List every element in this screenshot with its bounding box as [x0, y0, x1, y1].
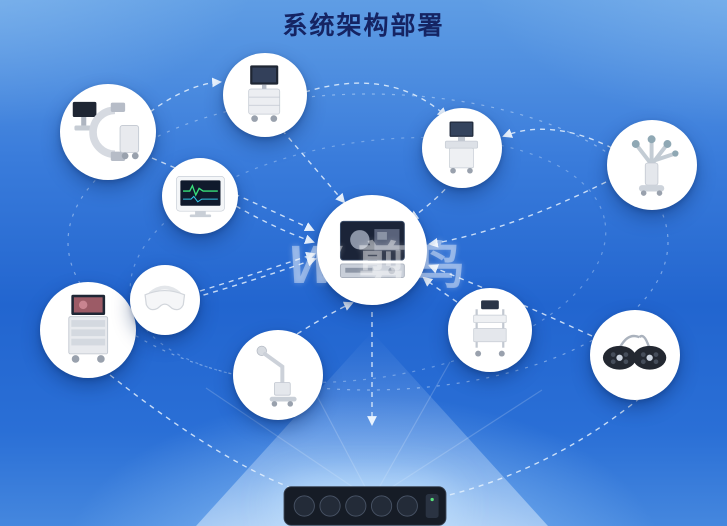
node-c-arm-xray	[60, 84, 156, 180]
ultrasound-icon	[444, 121, 478, 174]
vr-headset-icon	[144, 285, 186, 311]
light-cone	[196, 332, 548, 526]
node-surgical-pendant	[233, 330, 323, 420]
workstation-cart-icon	[248, 65, 281, 122]
node-rack-server	[279, 483, 451, 526]
orbit-ellipses	[67, 93, 669, 391]
node-patient-monitor	[162, 158, 238, 234]
page-title: 系统架构部署	[282, 12, 445, 40]
endoscopy-tower-icon	[68, 294, 108, 363]
surgical-lights-icon	[603, 335, 667, 371]
imaging-console-icon	[339, 220, 405, 278]
node-surgical-robot	[607, 120, 697, 210]
c-arm-icon	[72, 101, 139, 161]
patient-monitor-icon	[175, 175, 225, 217]
node-mobile-workstation	[223, 53, 307, 137]
node-endoscopy-tower	[40, 282, 136, 378]
surgical-robot-icon	[632, 135, 679, 197]
trolley-icon	[473, 300, 507, 357]
node-ultrasound-cart	[422, 108, 502, 188]
server-icon	[283, 486, 447, 526]
node-central-console	[317, 195, 427, 305]
node-surgical-lights	[590, 310, 680, 400]
node-instrument-trolley	[448, 288, 532, 372]
pendant-arm-icon	[257, 346, 298, 408]
node-vr-headset	[130, 265, 200, 335]
